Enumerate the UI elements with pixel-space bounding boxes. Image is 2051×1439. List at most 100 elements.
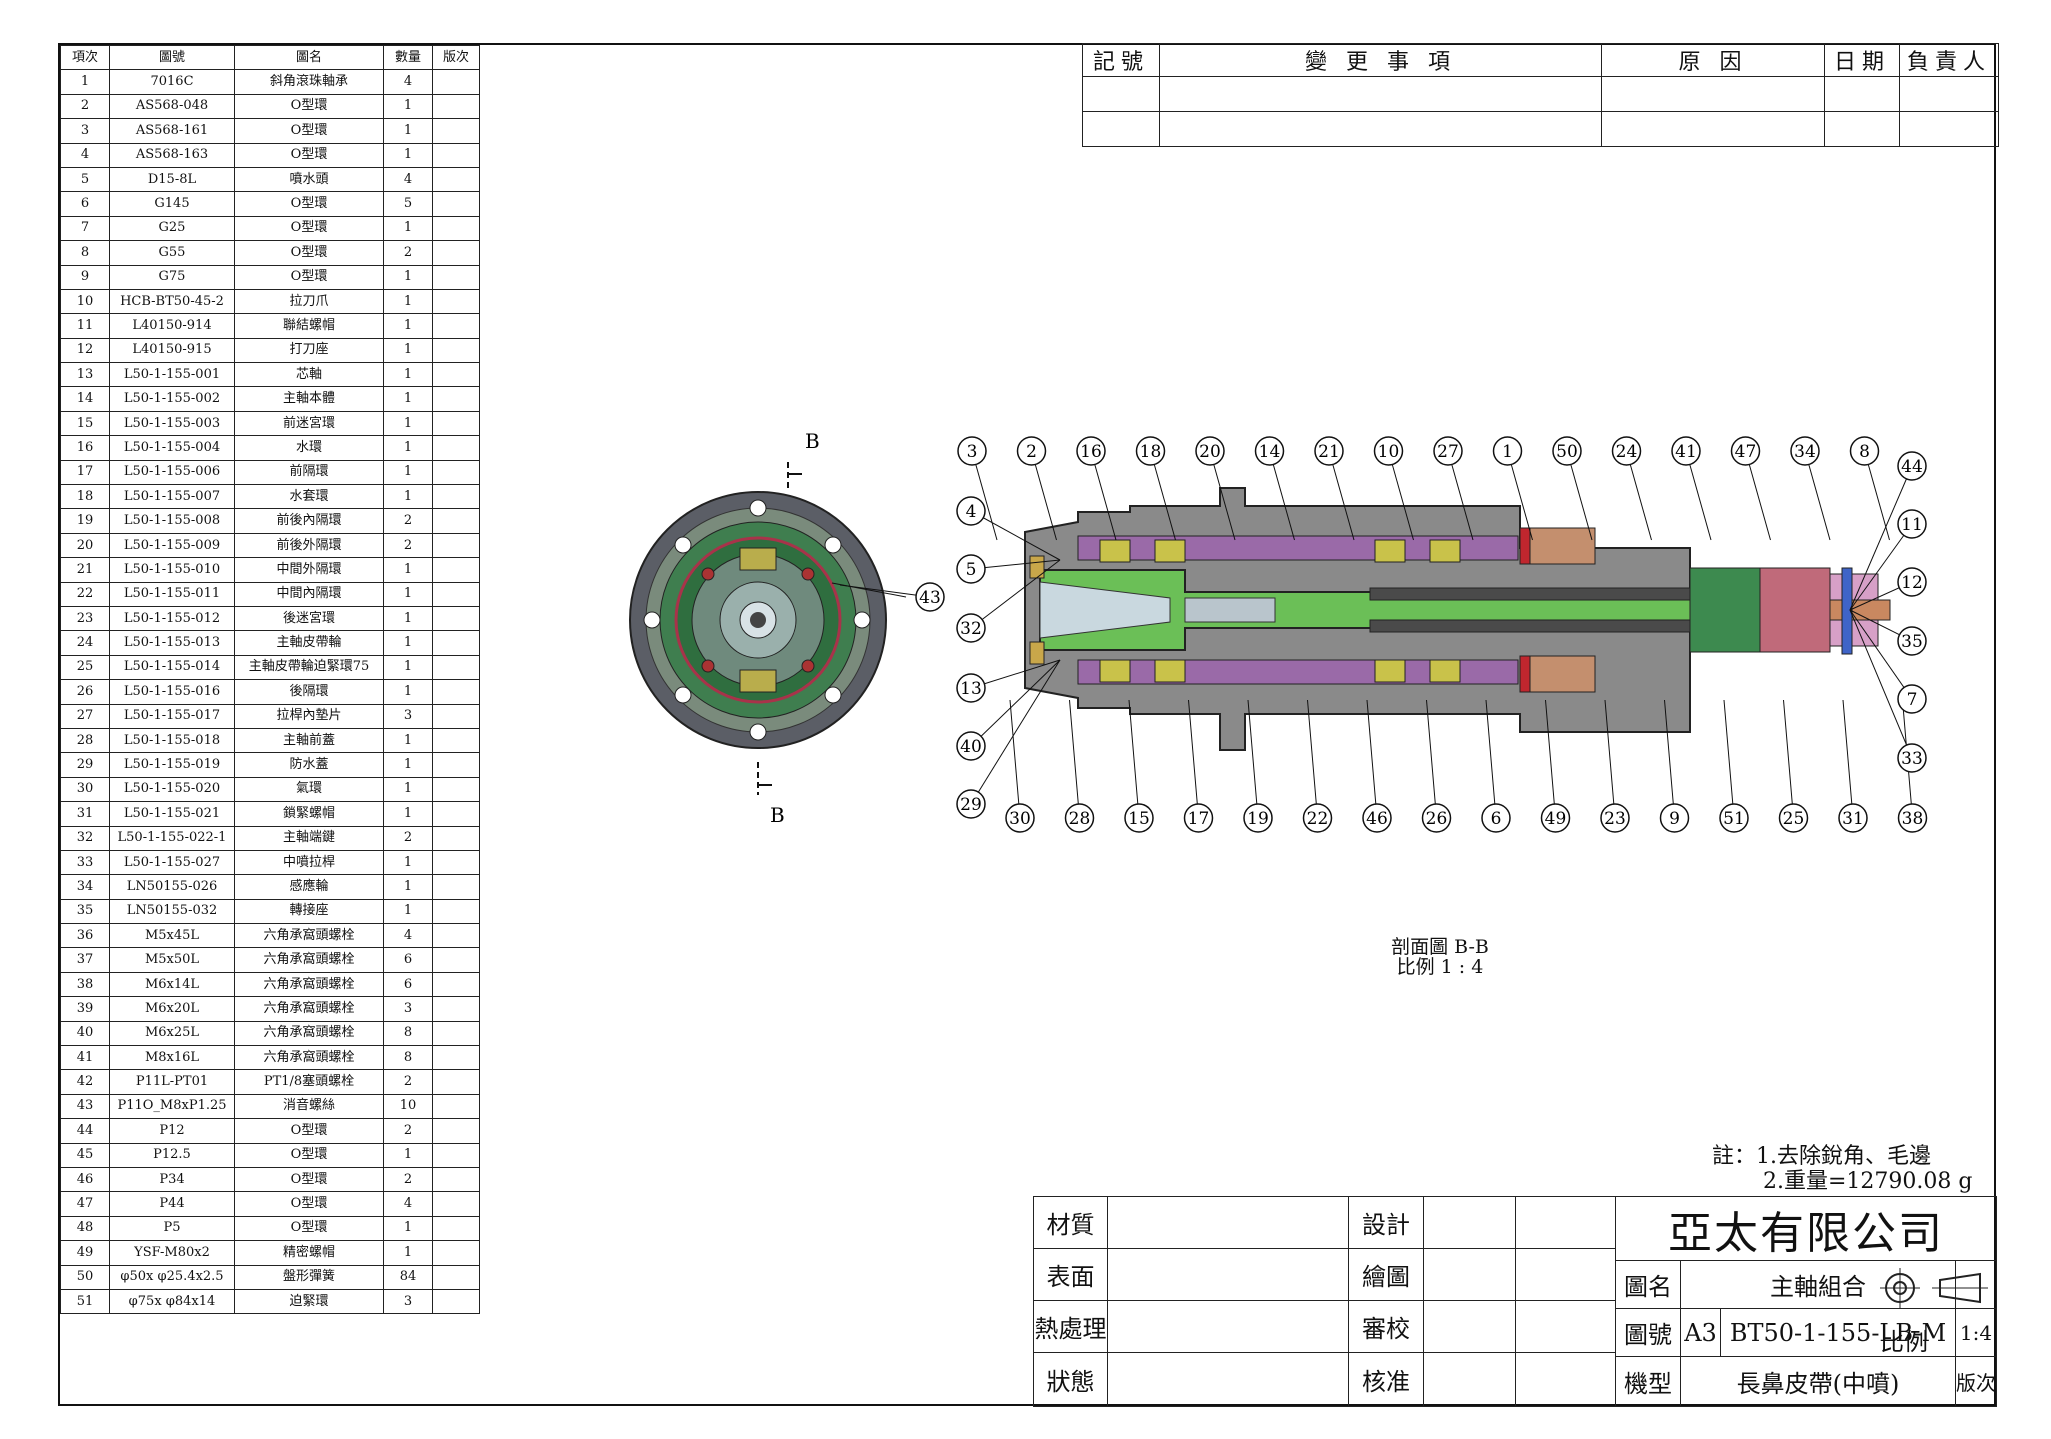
balloon: 32 <box>956 559 1061 643</box>
balloon: 12 <box>1849 567 1927 611</box>
bom-cell-revision <box>432 484 480 510</box>
leader-line <box>970 510 1061 561</box>
bom-cell-part-name: 噴水頭 <box>234 166 384 193</box>
balloon-label: 51 <box>1723 809 1745 829</box>
bom-cell-part-number: L50-1-155-020 <box>109 776 235 803</box>
balloon: 18 <box>1135 436 1176 541</box>
front-view <box>629 462 907 795</box>
value-model: 長鼻皮帶(中噴) <box>1681 1357 1956 1407</box>
balloon: 33 <box>1849 609 1927 773</box>
balloon-circle <box>1849 436 1880 466</box>
balloon: 25 <box>1778 699 1809 833</box>
balloon-label: 17 <box>1188 809 1210 829</box>
leader-line <box>1685 450 1712 541</box>
bom-cell-revision <box>432 825 480 851</box>
section-view <box>1024 487 1891 751</box>
notes-line-2: 2.重量=12790.08 g <box>1763 1169 1973 1194</box>
leader-line <box>1566 450 1593 541</box>
balloon-label: 21 <box>1318 442 1340 462</box>
bom-cell-item: 16 <box>60 435 110 461</box>
bom-cell-item: 34 <box>60 874 110 900</box>
bom-cell-revision <box>432 69 480 95</box>
bom-cell-revision <box>432 362 480 388</box>
bom-cell-revision <box>432 605 480 632</box>
balloon: 50 <box>1552 436 1593 541</box>
bom-cell-item: 1 <box>60 69 110 95</box>
balloon-label: 24 <box>1616 442 1638 462</box>
section-mark-bottom: B <box>770 803 785 827</box>
leader-line <box>1842 699 1854 819</box>
leader-line <box>970 659 1061 747</box>
leader-line <box>1664 699 1675 819</box>
date-approve <box>1516 1353 1616 1407</box>
bom-cell-part-number: D15-8L <box>109 166 235 193</box>
balloon: 21 <box>1314 436 1355 541</box>
balloon: 19 <box>1243 699 1273 833</box>
bom-cell-item: 8 <box>60 240 110 266</box>
balloon-circle <box>1492 436 1523 466</box>
balloon-circle <box>956 613 986 643</box>
bom-cell-quantity: 1 <box>383 459 433 486</box>
balloon: 34 <box>1790 436 1831 541</box>
balloon-circle <box>1314 436 1344 466</box>
bom-cell-part-number: HCB-BT50-45-2 <box>109 288 235 315</box>
balloon-label: 49 <box>1545 809 1567 829</box>
label-heat: 熱處理 <box>1034 1301 1108 1353</box>
value-status <box>1108 1353 1349 1407</box>
bom-cell-quantity: 2 <box>383 1118 433 1144</box>
label-design: 設計 <box>1349 1197 1424 1249</box>
bom-cell-revision <box>432 874 480 900</box>
bom-cell-quantity: 1 <box>383 679 433 705</box>
bom-cell-revision <box>432 142 480 168</box>
balloon-circle <box>1671 436 1701 466</box>
balloon-label: 44 <box>1901 457 1923 477</box>
bom-cell-revision <box>432 1069 480 1095</box>
date-draw <box>1516 1249 1616 1301</box>
balloon-circle <box>956 496 986 526</box>
balloon-circle <box>1897 567 1927 597</box>
leader-line <box>1090 450 1117 541</box>
bom-cell-part-name: O型環 <box>234 240 384 266</box>
bom-cell-revision <box>432 337 480 364</box>
balloon-circle <box>1540 803 1571 833</box>
bom-cell-quantity: 1 <box>383 337 433 364</box>
bom-cell-quantity: 5 <box>383 191 433 217</box>
balloon-label: 4 <box>966 502 977 522</box>
bom-cell-part-name: O型環 <box>234 93 384 120</box>
bom-cell-quantity: 2 <box>383 508 433 534</box>
bom-cell-revision <box>432 93 480 120</box>
leader-line <box>1031 450 1057 541</box>
balloon-label: 20 <box>1199 442 1221 462</box>
bom-cell-quantity: 1 <box>383 605 433 632</box>
balloon: 49 <box>1540 699 1571 833</box>
bom-cell-revision <box>432 679 480 705</box>
bom-cell-part-name: 後迷宮環 <box>234 605 384 632</box>
bom-cell-item: 13 <box>60 362 110 388</box>
label-drawing-name: 圖名 <box>1616 1261 1681 1309</box>
balloon-label: 41 <box>1675 442 1697 462</box>
bom-cell-quantity: 4 <box>383 1191 433 1217</box>
bom-cell-quantity: 1 <box>383 1215 433 1242</box>
balloon-circle <box>1897 451 1927 481</box>
value-drawing-name: 主軸組合 <box>1681 1261 1956 1309</box>
bom-cell-item: 14 <box>60 386 110 412</box>
bom-cell-item: 2 <box>60 93 110 120</box>
balloon: 10 <box>1373 436 1414 541</box>
balloon: 43 <box>839 582 945 612</box>
bom-cell-part-name: 斜角滾珠軸承 <box>234 69 384 95</box>
bom-cell-part-name: 六角承窩頭螺栓 <box>234 971 384 998</box>
bom-header-part-number: 圖號 <box>109 44 235 71</box>
balloon: 29 <box>956 659 1061 819</box>
bom-cell-part-number: L50-1-155-009 <box>109 532 235 559</box>
bom-cell-part-number: M8x16L <box>109 1045 235 1071</box>
leader-line <box>970 559 1061 629</box>
leader-line <box>1366 699 1378 819</box>
bom-cell-part-name: 六角承窩頭螺栓 <box>234 1045 384 1071</box>
balloon-label: 3 <box>967 442 978 462</box>
